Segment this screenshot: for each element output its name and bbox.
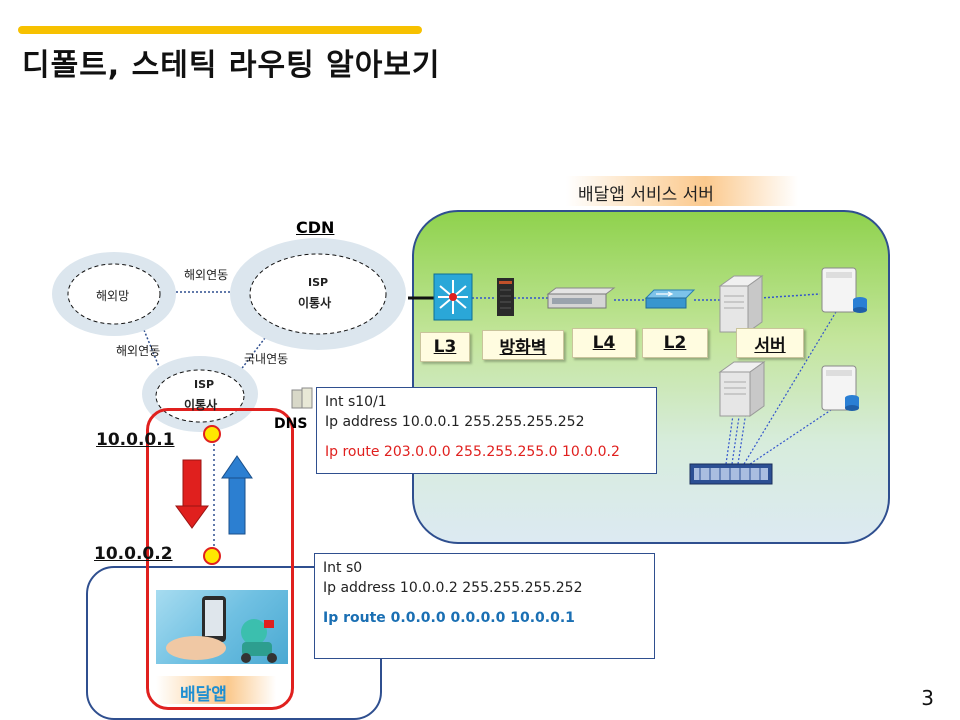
config-line: Ip address 10.0.0.2 255.255.255.252 <box>323 580 583 596</box>
config-line: Int s10/1 <box>325 394 387 410</box>
config-default-route: Ip route 0.0.0.0 0.0.0.0 10.0.0.1 <box>323 610 575 626</box>
router-top-port <box>203 425 221 443</box>
l4-tag: L4 <box>572 328 636 358</box>
slide-title: 디폴트, 스테틱 라우팅 알아보기 <box>22 48 441 83</box>
route-highlight-box <box>146 408 294 710</box>
router-bottom-config: Int s0 Ip address 10.0.0.2 255.255.255.2… <box>314 553 655 659</box>
config-line: Ip address 10.0.0.1 255.255.255.252 <box>325 414 585 430</box>
isp-top-label-2: 이통사 <box>298 296 332 310</box>
server-tag: 서버 <box>736 328 804 358</box>
phone-rider-illustration <box>166 596 277 663</box>
overseas-net-label: 해외망 <box>96 289 130 303</box>
down-arrow-icon <box>175 459 209 529</box>
l3-switch-icon <box>433 273 473 321</box>
firewall-tag: 방화벽 <box>482 330 564 360</box>
cdn-label: CDN <box>296 218 335 237</box>
router-top-config: Int s10/1 Ip address 10.0.0.1 255.255.25… <box>316 387 657 474</box>
delivery-app-image <box>156 590 288 664</box>
page-number: 3 <box>921 686 934 710</box>
overseas-link-label-left: 해외연동 <box>116 344 161 358</box>
db-server-icon <box>821 365 859 411</box>
router-bottom-port <box>203 547 221 565</box>
router-bottom-ip: 10.0.0.2 <box>94 544 173 564</box>
l2-tag: L2 <box>642 328 708 358</box>
firewall-icon <box>497 278 514 316</box>
isp-top-label-1: ISP <box>308 276 329 289</box>
delivery-app-label: 배달앱 <box>180 685 227 705</box>
storage-switch-icon <box>689 463 773 485</box>
app-label-highlight <box>156 676 276 704</box>
up-arrow-icon <box>221 455 253 535</box>
config-line: Int s0 <box>323 560 363 576</box>
domestic-link-label: 국내연동 <box>244 352 289 366</box>
l3-tag: L3 <box>420 332 470 362</box>
title-accent-bar <box>18 26 422 34</box>
router-top-ip: 10.0.0.1 <box>96 430 175 450</box>
service-server-area <box>412 210 890 544</box>
server-tower-icon <box>718 275 764 333</box>
l4-switch-icon <box>546 287 616 309</box>
service-area-label: 배달앱 서비스 서버 <box>578 185 714 205</box>
dns-label: DNS <box>274 416 308 432</box>
isp-bottom-label-2: 이통사 <box>184 398 218 412</box>
link-domestic <box>229 333 269 385</box>
server-tower-icon <box>718 361 766 417</box>
dns-server-icon <box>291 387 313 409</box>
overseas-link-label-top: 해외연동 <box>184 268 229 282</box>
l2-switch-icon <box>644 289 696 309</box>
config-static-route: Ip route 203.0.0.0 255.255.255.0 10.0.0.… <box>325 444 620 460</box>
isp-bottom-label-1: ISP <box>194 378 215 391</box>
service-label-highlight <box>566 176 798 206</box>
db-server-icon <box>821 267 867 313</box>
